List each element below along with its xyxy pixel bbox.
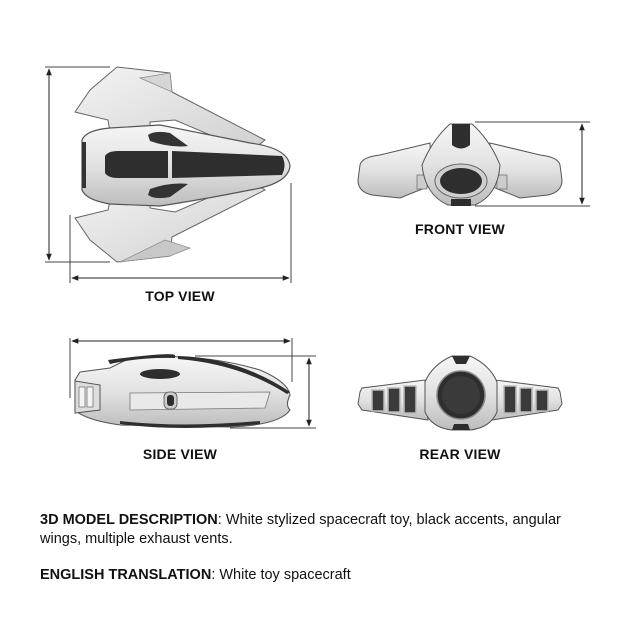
rear-view-label: REAR VIEW <box>419 446 501 462</box>
top-view-label: TOP VIEW <box>145 288 215 304</box>
english-translation-text: : White toy spacecraft <box>211 567 351 583</box>
side-view-drawing <box>69 338 316 429</box>
side-view-label: SIDE VIEW <box>142 446 218 462</box>
english-translation: ENGLISH TRANSLATION: White toy spacecraf… <box>40 566 600 585</box>
model-description-text: : White stylized spacecraft toy, black a… <box>40 512 561 547</box>
front-view-drawing <box>357 121 590 207</box>
rear-view-drawing <box>357 355 563 431</box>
front-view-label: FRONT VIEW <box>415 221 505 237</box>
top-view-drawing <box>45 66 292 283</box>
model-description-label: 3D MODEL DESCRIPTION <box>40 512 218 528</box>
english-translation-label: ENGLISH TRANSLATION <box>40 567 212 583</box>
model-description: 3D MODEL DESCRIPTION: White stylized spa… <box>40 511 600 549</box>
